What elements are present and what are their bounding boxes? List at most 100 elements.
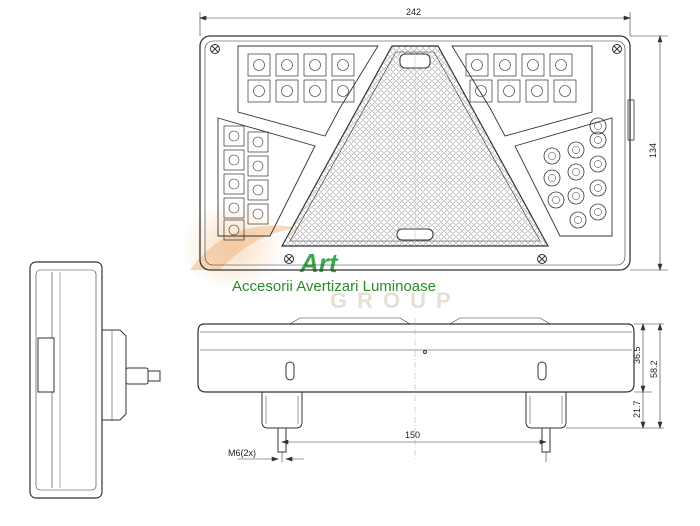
led-left-side-2 — [223, 149, 245, 171]
led-right-round-8 — [589, 179, 607, 197]
led-right-upper-6 — [525, 79, 549, 103]
led-right-round-11-core — [594, 122, 602, 130]
led-left-upper-3-lens — [337, 59, 349, 71]
led-right-round-1-core — [572, 146, 580, 154]
led-right-upper-3 — [549, 53, 573, 77]
led-left-side-0 — [223, 125, 245, 147]
led-left-upper-5 — [275, 79, 299, 103]
led-right-round-4 — [567, 163, 585, 181]
led-left-upper-0-lens — [253, 59, 265, 71]
led-left-upper-1-lens — [281, 59, 293, 71]
side-tab — [627, 99, 635, 141]
led-right-round-1 — [567, 141, 585, 159]
led-right-upper-3-lens — [555, 59, 567, 71]
led-left-side-0-lens — [228, 130, 240, 142]
led-right-upper-4-lens — [475, 85, 487, 97]
screw-bottom-left — [284, 254, 294, 264]
bottom-slot-left — [285, 361, 295, 381]
led-right-round-11 — [589, 117, 607, 135]
led-left-side-5-lens — [252, 184, 264, 196]
watermark-swoosh — [190, 225, 300, 270]
led-left-side-3-lens — [252, 160, 264, 172]
bottom-stud-left — [277, 427, 287, 453]
led-right-upper-7-lens — [559, 85, 571, 97]
led-right-upper-1 — [493, 53, 517, 77]
bottom-view — [197, 317, 635, 460]
led-left-upper-6 — [303, 79, 327, 103]
side-housing — [29, 261, 103, 499]
width-dimension-label: 242 — [406, 7, 421, 17]
led-right-round-3-core — [548, 174, 556, 182]
height-dimension-label: 134 — [648, 143, 658, 158]
right-upper-cluster — [451, 45, 593, 137]
front-housing-inner — [204, 40, 626, 266]
depth-total-label: 58.2 — [649, 360, 659, 378]
depth-body-label: 36.5 — [632, 346, 642, 364]
right-round-leds — [543, 117, 607, 229]
led-left-side-4 — [223, 173, 245, 195]
screw-bottom-right — [537, 254, 547, 264]
side-rear-boss — [102, 329, 127, 421]
led-left-side-1 — [247, 131, 269, 153]
side-stud — [147, 370, 161, 382]
led-left-side-5 — [247, 179, 269, 201]
led-right-upper-2-lens — [527, 59, 539, 71]
right-round-cluster — [514, 117, 613, 237]
left-upper-leds — [247, 53, 355, 103]
led-left-side-7-lens — [252, 208, 264, 220]
led-right-round-9-core — [574, 216, 582, 224]
led-right-round-6-core — [552, 196, 560, 204]
led-right-upper-5-lens — [503, 85, 515, 97]
front-housing-outline — [199, 35, 631, 271]
led-right-upper-0-lens — [471, 59, 483, 71]
led-right-upper-2 — [521, 53, 545, 77]
watermark-group: GROUP — [330, 288, 461, 313]
bottom-slot-right — [537, 361, 547, 381]
led-right-round-5-core — [594, 160, 602, 168]
led-left-upper-7-lens — [337, 85, 349, 97]
led-right-round-10-core — [594, 208, 602, 216]
led-left-side-8 — [223, 219, 245, 241]
right-upper-leds — [465, 53, 577, 103]
bottom-stud-right — [541, 427, 551, 453]
bottom-housing — [197, 323, 635, 393]
led-right-round-8-core — [594, 184, 602, 192]
led-right-round-7 — [567, 187, 585, 205]
led-left-upper-1 — [275, 53, 299, 77]
triangle-reflector-inner — [289, 51, 541, 242]
led-right-round-2-core — [594, 136, 602, 144]
led-right-round-5 — [589, 155, 607, 173]
led-left-side-3 — [247, 155, 269, 177]
led-left-side-6-lens — [228, 202, 240, 214]
led-right-round-4-core — [572, 168, 580, 176]
spacing-dimension-label: 150 — [405, 430, 420, 440]
watermark-tagline: Accesorii Avertizari Luminoase — [232, 278, 436, 295]
led-right-upper-5 — [497, 79, 521, 103]
led-left-upper-0 — [247, 53, 271, 77]
led-right-round-10 — [589, 203, 607, 221]
led-left-upper-4 — [247, 79, 271, 103]
led-right-upper-7 — [553, 79, 577, 103]
led-left-upper-3 — [331, 53, 355, 77]
bottom-mount-right — [525, 392, 567, 429]
led-left-upper-6-lens — [309, 85, 321, 97]
left-side-cluster — [217, 117, 316, 237]
led-right-round-6 — [547, 191, 565, 209]
led-left-side-7 — [247, 203, 269, 225]
front-view — [199, 35, 635, 271]
side-view — [29, 261, 161, 499]
led-left-upper-4-lens — [253, 85, 265, 97]
led-left-upper-5-lens — [281, 85, 293, 97]
led-left-upper-2-lens — [309, 59, 321, 71]
led-right-round-2 — [589, 131, 607, 149]
led-left-side-6 — [223, 197, 245, 219]
bottom-dimensions — [238, 323, 664, 462]
watermark-logo: Art — [299, 248, 339, 278]
screw-top-right — [612, 44, 622, 54]
led-right-round-3 — [543, 169, 561, 187]
led-right-round-0-core — [548, 152, 556, 160]
led-right-upper-1-lens — [499, 59, 511, 71]
led-left-side-1-lens — [252, 136, 264, 148]
led-left-side-4-lens — [228, 178, 240, 190]
